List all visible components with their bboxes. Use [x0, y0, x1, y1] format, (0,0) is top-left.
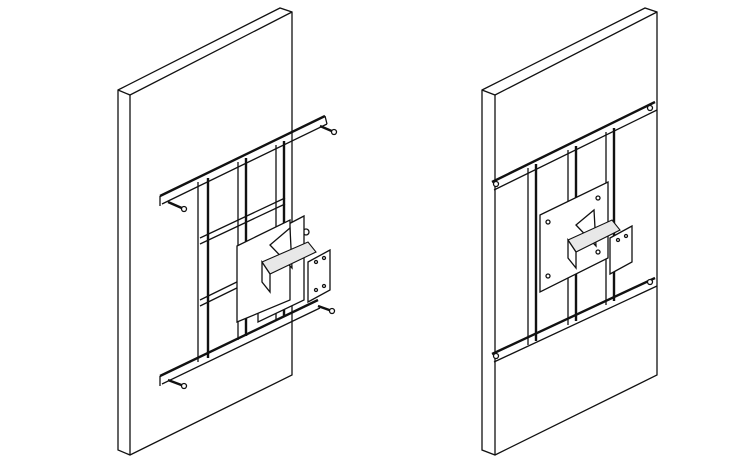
bottom-rail: [491, 276, 658, 363]
bottom-rail: [159, 298, 321, 386]
exploded-view: [117, 7, 338, 456]
arm-bracket: [261, 226, 331, 304]
assembled-view: [481, 7, 658, 456]
arm-bracket: [567, 208, 633, 276]
top-rail: [159, 114, 328, 206]
top-rail: [491, 100, 658, 191]
wall-panel: [117, 7, 293, 456]
